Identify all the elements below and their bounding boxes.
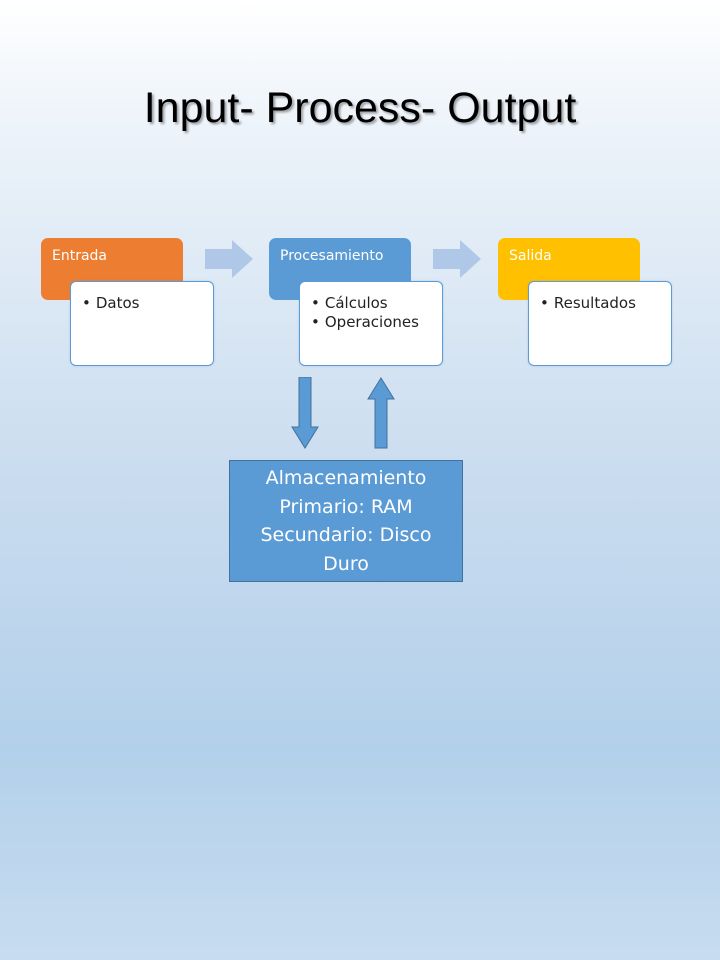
storage-line: Primario: RAM (279, 495, 413, 518)
phase-label: Salida (509, 248, 552, 264)
item-list: Cálculos Operaciones (311, 294, 419, 332)
page-title: Input- Process- Output (143, 84, 577, 132)
list-item: Cálculos (311, 294, 419, 313)
arrow-right-icon (205, 240, 253, 278)
arrow-down-icon (291, 377, 319, 449)
storage-line: Duro (323, 552, 369, 575)
arrow-right-icon (433, 240, 481, 278)
item-list: Resultados (540, 294, 636, 313)
arrow-up-icon (367, 377, 395, 449)
storage-box: Almacenamiento Primario: RAM Secundario:… (229, 460, 463, 582)
phase-salida-card: Resultados (528, 281, 672, 366)
phase-procesamiento-card: Cálculos Operaciones (299, 281, 443, 366)
list-item: Operaciones (311, 313, 419, 332)
phase-label: Entrada (52, 248, 108, 264)
list-item: Resultados (540, 294, 636, 313)
storage-line: Secundario: Disco (260, 524, 432, 546)
item-list: Datos (82, 294, 140, 313)
storage-line: Almacenamiento (265, 467, 427, 489)
list-item: Datos (82, 294, 140, 313)
phase-label: Procesamiento (280, 248, 384, 264)
phase-entrada-card: Datos (70, 281, 214, 366)
